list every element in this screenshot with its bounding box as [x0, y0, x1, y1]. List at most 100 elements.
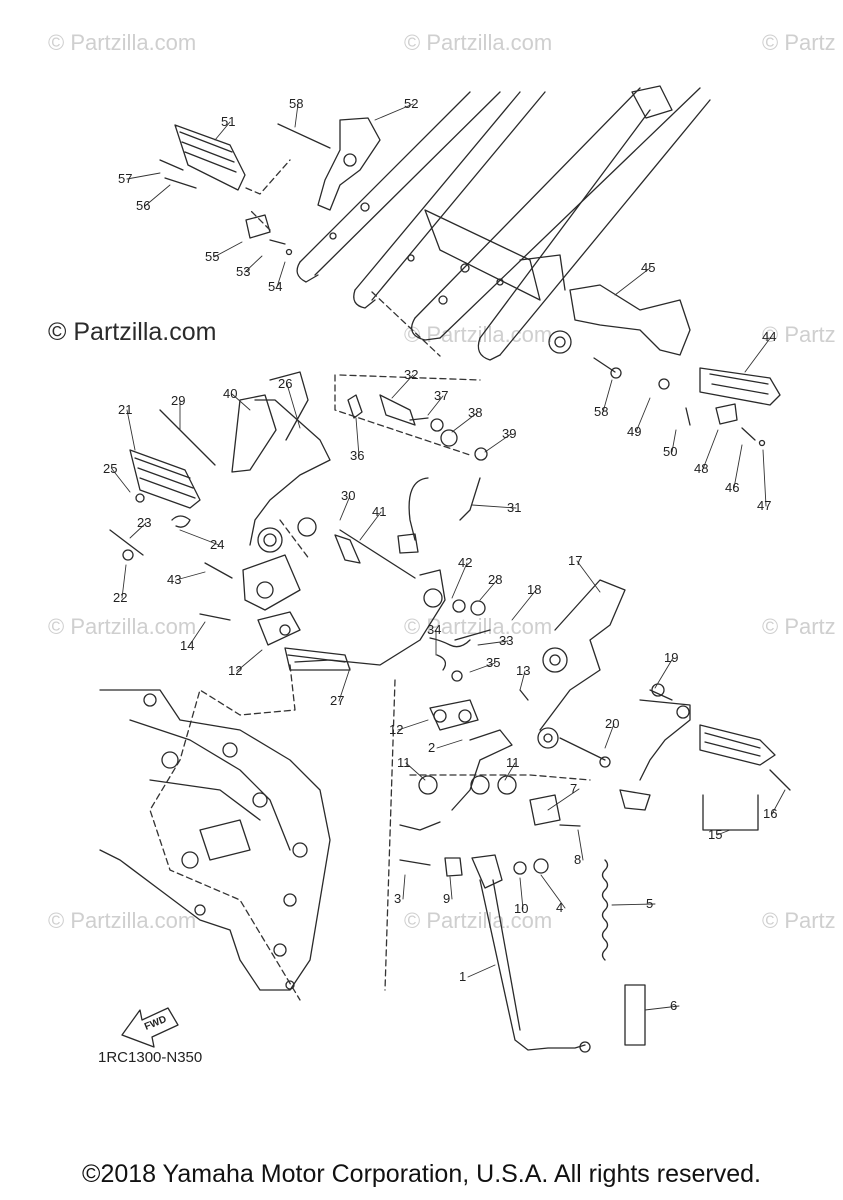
callout-label-9: 9	[443, 891, 450, 906]
callout-label-11b: 11	[506, 755, 520, 770]
callout-leader-14	[188, 621, 206, 647]
callout-leader-35	[469, 662, 496, 673]
callout-label-58: 58	[289, 96, 303, 111]
callout-leader-43	[175, 571, 206, 581]
watermark: © Partz	[762, 908, 836, 933]
watermark: © Partzilla.com	[48, 908, 197, 933]
callout-label-52: 52	[404, 96, 418, 111]
callout-leader-24	[179, 529, 220, 546]
callout-leader-13	[519, 670, 526, 691]
callout-label-7: 7	[570, 781, 577, 796]
callout-label-28: 28	[488, 572, 502, 587]
watermark-main: © Partzilla.com	[48, 318, 217, 346]
callout-leader-9	[449, 876, 453, 900]
brake-pedal	[284, 529, 491, 682]
callout-leader-23	[129, 522, 147, 539]
callout-label-48: 48	[694, 461, 708, 476]
callout-leader-58b	[602, 379, 613, 413]
rear-left-footrest	[159, 117, 381, 256]
callout-label-2: 2	[428, 740, 435, 755]
assembly-guide-lines	[149, 159, 591, 1001]
callout-leader-4	[540, 874, 566, 909]
callout-label-14: 14	[180, 638, 194, 653]
callout-leader-37	[427, 395, 444, 416]
sidestand	[399, 637, 646, 1053]
callout-leader-1	[467, 964, 496, 978]
shift-side-assembly	[109, 371, 331, 646]
callout-leader-10	[519, 877, 524, 910]
callout-leader-8	[577, 829, 584, 861]
callout-leader-7	[547, 788, 580, 811]
callout-label-12: 12	[228, 663, 242, 678]
main-frame	[99, 689, 331, 991]
callout-leader-19	[654, 657, 674, 689]
diagram-code: 1RC1300-N350	[98, 1049, 203, 1066]
callout-leader-12	[236, 649, 263, 672]
callout-label-34: 34	[427, 622, 441, 637]
callout-label-15: 15	[708, 827, 722, 842]
callout-label-39: 39	[502, 426, 516, 441]
callout-leader-15	[716, 829, 731, 836]
watermark: © Partz	[762, 30, 836, 55]
watermark: © Partzilla.com	[404, 30, 553, 55]
callout-label-6: 6	[670, 998, 677, 1013]
callout-leader-41	[359, 511, 382, 541]
watermark: © Partz	[762, 322, 836, 347]
callout-label-22: 22	[113, 590, 127, 605]
callout-leader-47	[762, 449, 767, 507]
callout-leader-39	[484, 433, 512, 453]
callout-label-21: 21	[118, 402, 132, 417]
brake-switch	[347, 394, 488, 554]
callout-label-33: 33	[499, 633, 513, 648]
callout-label-13: 13	[516, 663, 530, 678]
callout-label-55: 55	[205, 249, 219, 264]
callout-leader-12b	[397, 719, 429, 731]
callout-label-3: 3	[394, 891, 401, 906]
callout-leader-49	[635, 397, 651, 433]
callout-label-24: 24	[210, 537, 224, 552]
callout-leader-6	[644, 1005, 680, 1011]
callout-label-5: 5	[646, 896, 653, 911]
callout-label-37: 37	[434, 388, 448, 403]
callout-label-25: 25	[103, 461, 117, 476]
callout-label-44: 44	[762, 329, 776, 344]
watermark: © Partzilla.com	[48, 614, 197, 639]
callout-label-50: 50	[663, 444, 677, 459]
callout-leader-3	[402, 874, 406, 900]
callout-label-35: 35	[486, 655, 500, 670]
callout-label-4: 4	[556, 900, 563, 915]
callout-label-40: 40	[223, 386, 237, 401]
callout-leader-38	[451, 412, 478, 433]
callout-label-51: 51	[221, 114, 235, 129]
watermark: © Partzilla.com	[404, 908, 553, 933]
callout-leader-33	[477, 640, 509, 646]
callout-leader-55	[213, 241, 243, 258]
callout-label-58b: 58	[594, 404, 608, 419]
callout-leader-52	[374, 103, 414, 121]
callout-label-23: 23	[137, 515, 151, 530]
callout-label-31: 31	[507, 500, 521, 515]
bracket-15	[702, 794, 759, 831]
callout-leader-58	[294, 103, 299, 128]
callout-leader-56	[144, 184, 171, 207]
callout-leader-28	[479, 579, 498, 601]
callout-label-11: 11	[397, 755, 411, 770]
callout-label-54: 54	[268, 279, 282, 294]
callout-label-47: 47	[757, 498, 771, 513]
callout-label-19: 19	[664, 650, 678, 665]
callout-label-53: 53	[236, 264, 250, 279]
callout-label-32: 32	[404, 367, 418, 382]
callout-label-43: 43	[167, 572, 181, 587]
callout-leader-44	[744, 336, 772, 373]
callout-leader-18	[511, 589, 537, 621]
callout-leader-21	[126, 409, 136, 451]
callout-leader-2	[436, 739, 463, 749]
callout-leader-22	[121, 564, 127, 599]
rear-frame-rails	[296, 85, 711, 361]
callout-leader-40	[231, 393, 251, 411]
callout-label-18: 18	[527, 582, 541, 597]
watermark: © Partzilla.com	[48, 30, 197, 55]
callout-label-41: 41	[372, 504, 386, 519]
callout-leader-42	[451, 562, 468, 599]
